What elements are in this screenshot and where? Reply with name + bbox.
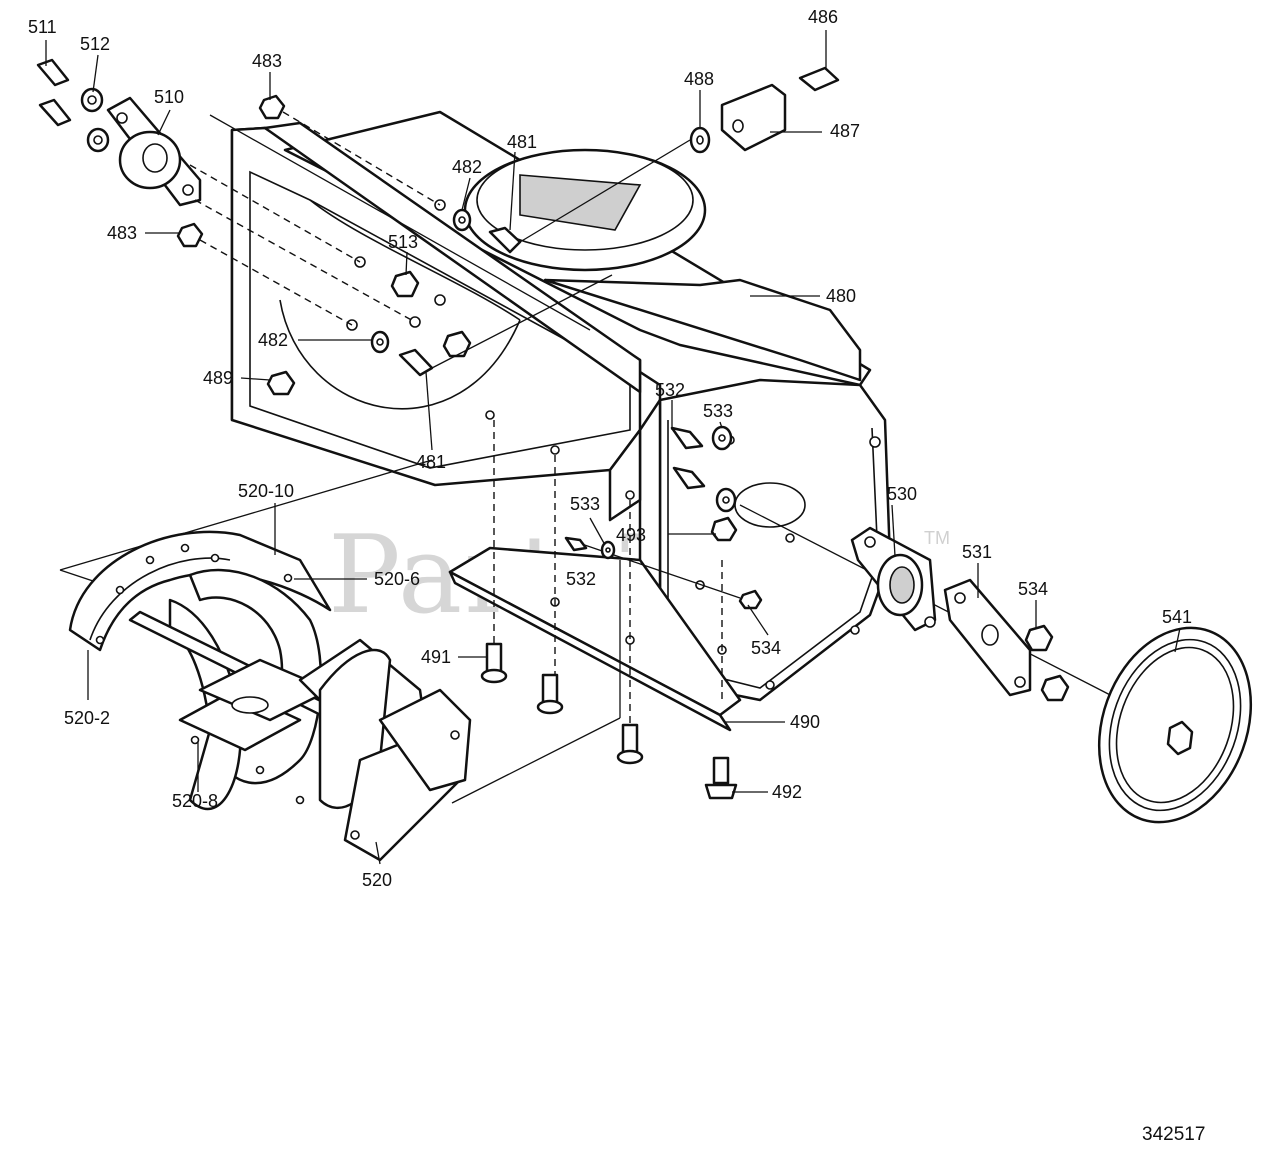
callout-532: 532 — [566, 569, 596, 589]
callout-513: 513 — [388, 232, 418, 252]
callout-493: 493 — [616, 525, 646, 545]
callout-532: 532 — [655, 380, 685, 400]
bolts-532 — [564, 426, 706, 552]
trademark: TM — [924, 528, 950, 548]
callout-488: 488 — [684, 69, 714, 89]
nuts-513 — [390, 270, 472, 358]
callout-520-2: 520-2 — [64, 708, 110, 728]
callout-487: 487 — [830, 121, 860, 141]
nuts-534 — [738, 589, 1070, 702]
callout-541: 541 — [1162, 607, 1192, 627]
callout-481: 481 — [416, 452, 446, 472]
callout-leaders — [45, 30, 1181, 865]
callout-492: 492 — [772, 782, 802, 802]
callout-491: 491 — [421, 647, 451, 667]
washers-533 — [600, 425, 737, 560]
callout-530: 530 — [887, 484, 917, 504]
washers-482 — [370, 208, 472, 354]
callout-482: 482 — [258, 330, 288, 350]
callout-489: 489 — [203, 368, 233, 388]
shave-plate — [448, 546, 742, 732]
auger-520 — [68, 530, 472, 862]
assembly-lines — [59, 111, 1121, 804]
callout-533: 533 — [570, 494, 600, 514]
bolt-486 — [798, 66, 840, 92]
nuts-483 — [176, 94, 286, 248]
callout-490: 490 — [790, 712, 820, 732]
callout-482: 482 — [452, 157, 482, 177]
callout-481: 481 — [507, 132, 537, 152]
callout-534: 534 — [751, 638, 781, 658]
callout-labels: 511 512 510 483 483 486 488 487 482 481 … — [28, 7, 1192, 890]
bolts-511 — [36, 58, 72, 127]
callout-510: 510 — [154, 87, 184, 107]
callout-520-6: 520-6 — [374, 569, 420, 589]
bracket-487 — [720, 83, 787, 152]
callout-483: 483 — [252, 51, 282, 71]
washers-512 — [80, 87, 110, 153]
callout-483: 483 — [107, 223, 137, 243]
carriage-bolts — [480, 642, 644, 765]
callout-511: 511 — [28, 17, 57, 37]
bolt-492 — [704, 756, 738, 800]
bearing-flange-510 — [106, 96, 202, 207]
callout-534: 534 — [1018, 579, 1048, 599]
callout-512: 512 — [80, 34, 110, 54]
plate-531 — [943, 578, 1032, 697]
nut-489 — [266, 370, 296, 396]
washer-488 — [689, 126, 711, 154]
callout-520: 520 — [362, 870, 392, 890]
callout-533: 533 — [703, 401, 733, 421]
pulley-541 — [1097, 626, 1253, 824]
catalog-number: 342517 — [1142, 1124, 1205, 1145]
callout-486: 486 — [808, 7, 838, 27]
auger-housing — [230, 110, 892, 702]
nut-493 — [710, 516, 738, 542]
callout-520-8: 520-8 — [172, 791, 218, 811]
callout-531: 531 — [962, 542, 992, 562]
callout-480: 480 — [826, 286, 856, 306]
bearing-530 — [850, 526, 937, 632]
callout-520-10: 520-10 — [238, 481, 294, 501]
